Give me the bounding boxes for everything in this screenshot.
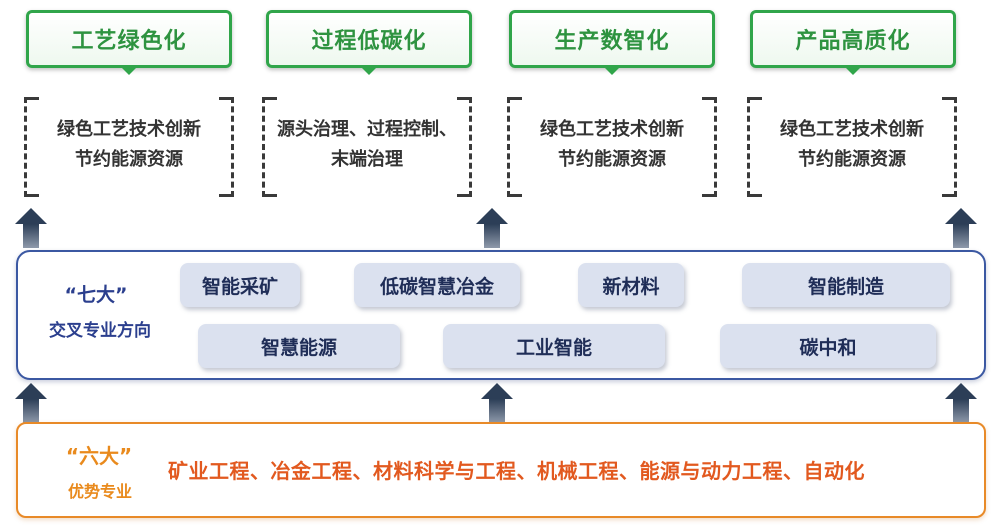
goal-tab-quality: 产品高质化 xyxy=(750,10,956,75)
description-line: 节约能源资源 xyxy=(798,149,906,170)
left-bracket xyxy=(747,97,762,197)
description-line: 末端治理 xyxy=(331,149,403,170)
description-line: 节约能源资源 xyxy=(75,149,183,170)
description-box-2: 源头治理、过程控制、 末端治理 xyxy=(262,97,472,197)
six-majors-list: 矿业工程、冶金工程、材料科学与工程、机械工程、能源与动力工程、自动化 xyxy=(168,459,865,483)
direction-carbon-neutrality: 碳中和 xyxy=(720,324,936,368)
seven-directions-title: “七大” xyxy=(64,284,128,306)
description-text: 源头治理、过程控制、 末端治理 xyxy=(276,115,458,175)
left-bracket xyxy=(262,97,277,197)
description-line: 源头治理、过程控制、 xyxy=(277,119,457,140)
right-bracket xyxy=(219,97,234,197)
up-arrow-icon xyxy=(476,208,508,248)
direction-smart-manufacturing: 智能制造 xyxy=(742,263,950,307)
description-box-3: 绿色工艺技术创新 节约能源资源 xyxy=(507,97,717,197)
goal-tab-green-process: 工艺绿色化 xyxy=(26,10,232,75)
description-line: 绿色工艺技术创新 xyxy=(780,119,924,140)
description-box-1: 绿色工艺技术创新 节约能源资源 xyxy=(24,97,234,197)
up-arrow-icon xyxy=(15,208,47,248)
description-text: 绿色工艺技术创新 节约能源资源 xyxy=(38,115,220,175)
up-arrow-icon xyxy=(15,383,47,423)
six-majors-subtitle: 优势专业 xyxy=(67,482,132,501)
direction-industrial-intelligence: 工业智能 xyxy=(443,324,665,368)
goal-tab-digital: 生产数智化 xyxy=(509,10,715,75)
left-bracket xyxy=(507,97,522,197)
right-bracket xyxy=(457,97,472,197)
six-majors-panel xyxy=(16,422,986,518)
direction-new-materials: 新材料 xyxy=(578,263,684,307)
up-arrow-icon xyxy=(945,383,977,423)
description-text: 绿色工艺技术创新 节约能源资源 xyxy=(761,115,943,175)
description-line: 节约能源资源 xyxy=(558,149,666,170)
description-line: 绿色工艺技术创新 xyxy=(57,119,201,140)
description-text: 绿色工艺技术创新 节约能源资源 xyxy=(521,115,703,175)
up-arrow-icon xyxy=(945,208,977,248)
six-majors-title: “六大” xyxy=(65,444,133,468)
left-bracket xyxy=(24,97,39,197)
up-arrow-icon xyxy=(481,383,513,423)
direction-low-carbon-metallurgy: 低碳智慧冶金 xyxy=(354,263,520,307)
right-bracket xyxy=(942,97,957,197)
description-box-4: 绿色工艺技术创新 节约能源资源 xyxy=(747,97,957,197)
right-bracket xyxy=(702,97,717,197)
direction-smart-energy: 智慧能源 xyxy=(198,324,400,368)
goal-tab-low-carbon: 过程低碳化 xyxy=(266,10,472,75)
direction-smart-mining: 智能采矿 xyxy=(180,263,300,307)
description-line: 绿色工艺技术创新 xyxy=(540,119,684,140)
seven-directions-subtitle: 交叉专业方向 xyxy=(49,321,151,341)
